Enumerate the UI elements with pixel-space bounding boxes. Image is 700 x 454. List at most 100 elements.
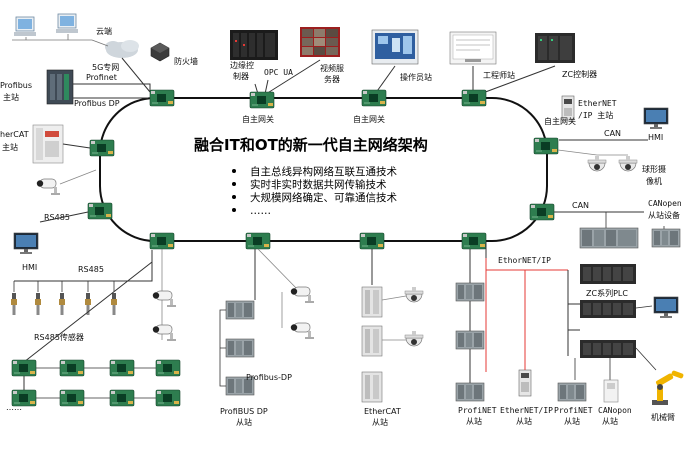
opc-ua-label: OPC UA [264,68,293,77]
ethernetip-master-label: EtherNET [578,99,617,108]
engineer-station-label: 工程师站 [483,70,515,80]
ethercat-master-icon [32,124,64,164]
canopen-device-icon [651,228,681,248]
zc-plc-icon [580,264,636,284]
plc-module-icon [455,282,485,302]
camera-icon [290,286,315,304]
network-module [529,203,555,221]
profinet-label: Profinet [86,73,117,82]
hmi-label: HMI [22,263,37,272]
profibus-slave-label: ProfiBUS DP [220,407,268,416]
can-device-icon [579,227,639,249]
rs485-label: RS485 [78,265,104,274]
network-module [533,137,559,155]
network-module [149,232,175,250]
can-label: CAN [572,201,589,210]
bullet-item: 大规模网络确定、可靠通信技术 [250,191,397,204]
hmi-icon [13,232,39,255]
operator-station-label: 操作员站 [400,72,432,82]
dome-camera-icon [587,155,607,172]
ethercat-io-icon [361,371,383,403]
dome-camera-icon [404,330,424,347]
plc-module-icon [455,382,485,402]
zc-plc-label: ZC系列PLC [586,288,628,298]
hmi-icon [653,296,679,319]
robot-arm-icon [652,370,684,405]
robot-arm-label: 机械臂 [651,412,675,422]
profibus-dp-label: Profibus-DP [246,373,292,382]
network-module [461,89,487,107]
sensor-icon [11,293,17,315]
profinet-slave-label-2: 从站 [466,416,482,426]
ethercat-master-label-2: 主站 [2,142,18,152]
ethernetip-master-icon [561,95,575,121]
rs485-sensor-label: RS485传感器 [34,332,84,342]
profinet-slave-label: ProfiNET [458,406,497,415]
network-module [11,359,37,377]
pc-icon [56,13,78,33]
network-module [87,202,113,220]
network-module [461,232,487,250]
bullet-item: …… [250,205,271,217]
profibus-master-label-2: 主站 [3,92,19,102]
ethercat-slave-label: EtherCAT [364,407,401,416]
ethercat-master-label: herCAT [0,130,29,139]
network-module [149,89,175,107]
edge-controller-icon [230,30,278,60]
network-module [249,91,275,109]
camera-icon [36,178,61,196]
profibus-dp-label: Profibus DP [74,99,120,108]
rs485-label: RS485 [44,213,70,222]
canopen-slave-b-label: CANopon [598,406,632,415]
sensor-icon [111,293,117,315]
plc-module-icon [557,382,587,402]
network-module [361,89,387,107]
canopen-slave-label-2: 从站设备 [648,210,680,220]
hmi-label: HMI [648,133,663,142]
5g-network-label: 5G专网 [92,62,119,72]
zc-controller-icon [535,33,575,63]
network-module [59,359,85,377]
profibus-slave-label-2: 从站 [236,417,252,427]
network-module [59,389,85,407]
canopen-slave-label: CANopen [648,199,682,208]
network-module [109,359,135,377]
hmi-icon [643,107,669,130]
network-module [109,389,135,407]
canopen-slave-b-label-2: 从站 [602,416,618,426]
edge-controller-label-2: 制器 [233,71,249,81]
ethernetip-slave-icon [518,369,532,397]
ethernetip-slave-label-2: 从站 [516,416,532,426]
ethercat-io-icon [361,325,383,357]
firewall-label: 防火墙 [174,56,198,66]
dome-camera-label-2: 像机 [646,176,662,186]
camera-icon [152,290,177,308]
canopen-module-icon [603,379,619,403]
backbone-ring [99,97,548,242]
plc-module-icon [225,300,255,320]
zc-controller-label: ZC控制器 [562,69,597,79]
camera-icon [152,324,177,342]
gateway-label: 自主网关 [353,114,385,124]
network-module [155,389,181,407]
gateway-label: 自主网关 [242,114,274,124]
video-server-label-2: 务器 [324,74,340,84]
edge-controller-label: 边缘控 [230,60,254,70]
profinet-slave-label-2: 从站 [564,416,580,426]
bullet-item: 实时非实时数据共网传输技术 [250,178,387,191]
ethernetip-label: EthorNET/IP [498,256,551,265]
gateway-label: 自主网关 [544,116,576,126]
dome-camera-label: 球形摄 [642,164,666,174]
ethernetip-slave-label: EtherNET/IP [500,406,553,415]
dome-camera-icon [404,286,424,303]
can-label: CAN [604,129,621,138]
network-module [359,232,385,250]
network-module [89,139,115,157]
operator-station-icon [371,29,419,65]
engineer-station-icon [449,31,497,65]
plc-module-icon [225,338,255,358]
bullet-list: 自主总线异构网络互联互通技术 实时非实时数据共网传输技术 大规模网络确定、可靠通… [232,165,397,217]
ellipsis-label: …… [6,403,22,412]
profibus-master-label: Profibus [0,81,32,90]
